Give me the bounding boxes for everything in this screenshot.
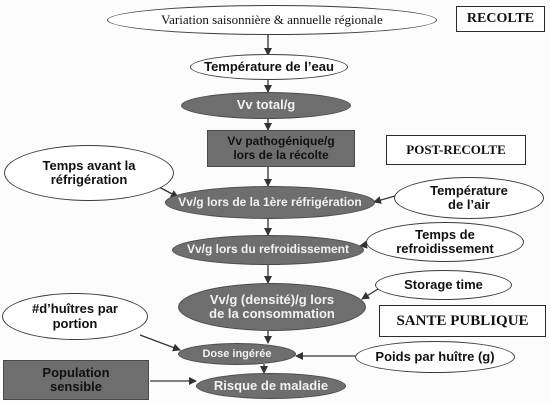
node-poids-par-huitre: Poids par huître (g) (355, 341, 515, 373)
arrow-huitres-to-dose (139, 334, 181, 352)
node-temperature-air-text: Température de l’air (430, 182, 508, 212)
node-dose-ingeree-text: Dose ingérée (202, 347, 272, 360)
node-temps-refroidissement-text: Temps de refroidissement (396, 226, 494, 256)
node-dose-ingeree: Dose ingérée (178, 343, 296, 365)
label-sante-publique-text: SANTE PUBLIQUE (396, 312, 529, 329)
node-vv-refrigeration-text: Vv/g lors de la 1ère réfrigération (178, 194, 362, 209)
node-variation-text: Variation saisonnière & annuelle régiona… (161, 11, 383, 27)
node-vv-consommation: Vv/g (densité)/g lors de la consommation (178, 283, 366, 331)
label-post-recolte: POST-RECOLTE (386, 135, 526, 165)
label-recolte-text: RECOLTE (466, 11, 535, 26)
node-risque-maladie: Risque de maladie (196, 373, 346, 399)
node-temperature-eau-text: Température de l’eau (204, 58, 334, 74)
node-temperature-eau: Température de l’eau (190, 54, 348, 80)
arrow-storage-to-consommation (361, 288, 379, 300)
node-temperature-air: Température de l’air (394, 177, 544, 219)
label-sante-publique: SANTE PUBLIQUE (379, 305, 546, 337)
node-huitres-par-portion-text: #d’huîtres par portion (32, 301, 118, 331)
node-vv-refroidissement-text: Vv/g lors du refroidissement (186, 242, 350, 257)
node-variation: Variation saisonnière & annuelle régiona… (107, 5, 437, 35)
node-risque-maladie-text: Risque de maladie (213, 377, 329, 393)
node-poids-par-huitre-text: Poids par huître (g) (375, 348, 495, 364)
node-temps-refroidissement: Temps de refroidissement (366, 222, 524, 262)
node-population-sensible-text: Population sensible (42, 364, 110, 394)
node-vv-total: Vv total/g (181, 92, 351, 119)
arrow-temperature-air-to-refrigeration (373, 195, 396, 204)
node-temps-avant-refrigeration: Temps avant la réfrigération (4, 145, 174, 201)
node-storage-time: Storage time (375, 270, 512, 300)
node-temps-avant-refrigeration-text: Temps avant la réfrigération (42, 157, 136, 187)
node-huitres-par-portion: #d’huîtres par portion (2, 293, 148, 340)
node-vv-refroidissement: Vv/g lors du refroidissement (172, 235, 364, 265)
node-vv-total-text: Vv total/g (236, 97, 296, 113)
label-post-recolte-text: POST-RECOLTE (406, 142, 506, 157)
node-vv-pathogenique: Vv pathogénique/g lors de la récolte (207, 130, 355, 167)
node-population-sensible: Population sensible (3, 360, 149, 400)
node-vv-pathogenique-text: Vv pathogénique/g lors de la récolte (227, 134, 335, 162)
label-recolte: RECOLTE (456, 6, 545, 32)
node-vv-consommation-text: Vv/g (densité)/g lors de la consommation (209, 291, 335, 321)
node-storage-time-text: Storage time (404, 276, 483, 292)
node-vv-refrigeration: Vv/g lors de la 1ère réfrigération (165, 186, 375, 219)
